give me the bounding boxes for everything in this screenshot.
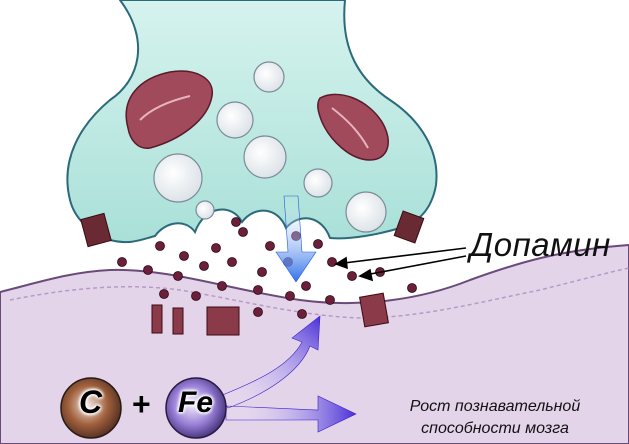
cognitive-growth-line2: способности мозга xyxy=(370,418,620,440)
cognitive-growth-label: Рост познавательной способности мозга xyxy=(370,396,620,440)
iron-label: Fe xyxy=(178,386,213,420)
plus-sign: + xyxy=(132,386,151,423)
carbon-label: C xyxy=(79,384,102,421)
dopamine-label: Допамин xyxy=(470,226,611,264)
cognitive-growth-line1: Рост познавательной xyxy=(370,396,620,418)
